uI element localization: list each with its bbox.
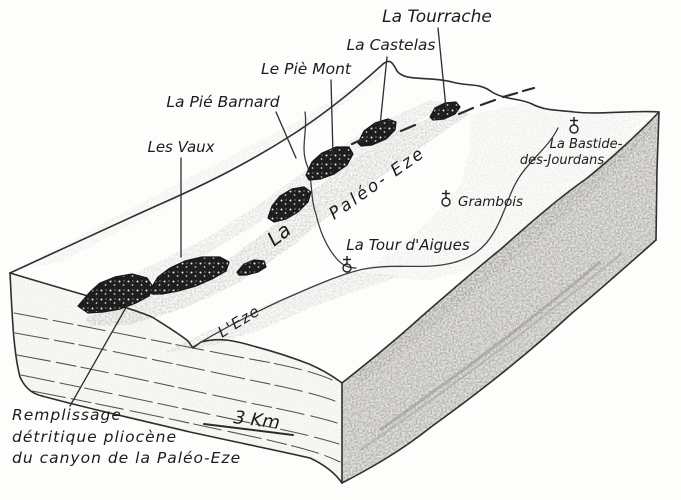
canyon-north-slope-shading <box>95 100 455 296</box>
tributary-stream <box>303 111 357 269</box>
caption-line-2: détritique pliocène <box>12 428 177 446</box>
upper-slope-shading <box>15 68 390 270</box>
leader-line-le-pie-mont <box>330 79 334 156</box>
canyon-outcrop-shading <box>85 108 470 326</box>
outcrop-blob <box>357 118 397 147</box>
stratum-line <box>16 354 338 424</box>
outcrop-blob <box>429 101 461 121</box>
leader-line-la-pie-barnard <box>275 111 297 159</box>
caption-line-1: Remplissage <box>12 406 122 424</box>
stratum-line <box>31 390 341 463</box>
east-hill-shading <box>360 102 650 280</box>
stratum-line <box>20 374 340 445</box>
leader-lines <box>69 27 447 407</box>
stratum-line <box>13 312 333 381</box>
leader-line-remplissage <box>69 303 129 407</box>
rivers <box>192 111 559 348</box>
right-face-streak <box>379 260 601 432</box>
block-edges <box>9 60 660 484</box>
scale-bar: 3 Km <box>203 407 294 436</box>
right-vertical-edge <box>655 111 660 241</box>
label-la-tourrache: La Tourrache <box>382 7 492 27</box>
leader-line-la-tourrache <box>437 27 447 109</box>
left-face-bottom-edge <box>41 395 343 484</box>
right-face-shading <box>342 112 659 483</box>
stratum-line <box>14 332 336 402</box>
outcrop-blob <box>236 259 267 276</box>
left-vertical-edge <box>9 272 43 397</box>
leader-line-la-castelas <box>379 56 388 127</box>
label-la-bastide-line1: La Bastide- <box>550 137 623 152</box>
label-la-tour-daigues: La Tour d'Aigues <box>346 236 470 254</box>
label-grambois: Grambois <box>458 194 523 210</box>
front-right-top-edge <box>341 111 660 384</box>
label-la-bastide-line2: des-Jourdans <box>520 153 605 168</box>
label-le-pie-mont: Le Piè Mont <box>261 60 352 78</box>
top-surface-shading <box>15 68 657 385</box>
scale-bar-line <box>203 423 294 436</box>
right-face-streak <box>359 252 623 451</box>
front-right-face <box>342 112 659 483</box>
eze-valley-shading <box>165 272 400 352</box>
label-la-pie-barnard: La Pié Barnard <box>166 93 279 111</box>
caption-line-3: du canyon de la Paléo-Eze <box>12 449 241 467</box>
paleo-canyon-outcrops <box>77 86 536 314</box>
label-la-castelas: La Castelas <box>347 36 436 54</box>
strata-lines <box>13 312 341 463</box>
right-face-bottom-edge <box>341 239 657 484</box>
skyline-edge <box>9 60 660 274</box>
outcrop-blob <box>305 146 354 181</box>
outcrop-blob <box>149 256 230 295</box>
caption: Remplissage détritique pliocène du canyo… <box>12 406 241 467</box>
eze-river <box>192 127 559 348</box>
label-les-vaux: Les Vaux <box>147 138 214 156</box>
canyon-dashed-trace <box>350 86 536 146</box>
front-edge-slope-shading <box>350 118 657 385</box>
outcrop-blob <box>267 186 312 223</box>
